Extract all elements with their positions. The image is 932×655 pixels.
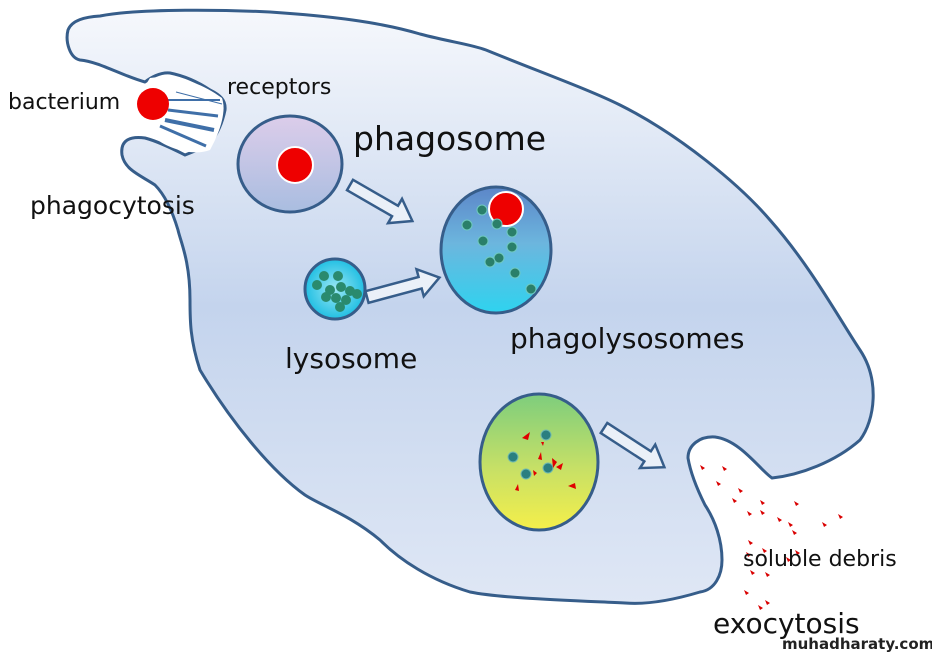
granule (319, 271, 329, 281)
label-bacterium: bacterium (8, 90, 121, 115)
debris-fragment (522, 432, 530, 440)
debris-fragment (765, 572, 770, 577)
debris-fragment (746, 552, 751, 557)
released-debris (700, 465, 843, 610)
receptor-strand (175, 91, 223, 105)
granule (476, 204, 488, 216)
granule (333, 271, 343, 281)
granule (341, 295, 351, 305)
phagosome-bacterium (276, 146, 314, 184)
granule (484, 256, 496, 268)
debris-fragment (794, 501, 799, 506)
debris-fragment (788, 522, 793, 527)
debris-fragment (722, 466, 727, 471)
phagolysosome-granules (461, 204, 537, 295)
debris-fragment (738, 488, 743, 493)
debris-fragment (760, 510, 765, 515)
arrow-lysosome-to-phagolysosome (363, 267, 442, 305)
granule (493, 252, 505, 264)
debris-fragment (538, 452, 542, 460)
debris-fragment (556, 463, 563, 470)
arrow-phagosome-to-phagolysosome (345, 178, 415, 225)
debris-fragment (552, 458, 557, 468)
granule (331, 293, 341, 303)
debris-fragment (838, 514, 843, 519)
label-phagocytosis: phagocytosis (30, 191, 195, 220)
lysosome-granules (312, 271, 362, 312)
label-phagosome: phagosome (353, 119, 547, 158)
granule (506, 241, 518, 253)
watermark: muhadharaty.com (782, 635, 932, 653)
debris-fragment (533, 470, 537, 476)
granule (336, 282, 346, 292)
granule (335, 302, 345, 312)
debris-fragment (747, 511, 752, 516)
granule (540, 429, 552, 441)
label-receptors: receptors (227, 75, 332, 100)
granule (542, 462, 554, 474)
bacterium-dot (137, 88, 169, 120)
residual-body-granules (507, 429, 554, 480)
receptor-strand (159, 124, 207, 148)
debris-fragment (700, 465, 705, 470)
debris-fragment (822, 522, 827, 527)
granule (321, 292, 331, 302)
debris-fragment (716, 481, 721, 486)
debris-fragment (786, 557, 791, 562)
residual-body-vesicle (478, 392, 600, 532)
granule (509, 267, 521, 279)
debris-fragment (748, 540, 753, 545)
debris-fragment (515, 484, 519, 491)
phagolysosome-vesicle (439, 185, 553, 315)
granule (520, 468, 532, 480)
receptor-strand (167, 108, 219, 118)
debris-fragment (762, 548, 767, 553)
debris-fragment (732, 498, 737, 503)
granule (506, 226, 518, 238)
debris-fragment (758, 605, 763, 610)
debris-fragment (760, 500, 765, 505)
debris-fragment (765, 600, 770, 605)
residual-body-debris (515, 432, 576, 491)
receptor-strand (164, 118, 215, 132)
arrow-to-exocytosis (599, 421, 667, 470)
label-phagolysosomes: phagolysosomes (510, 322, 745, 355)
debris-fragment (750, 570, 755, 575)
granule (507, 451, 519, 463)
receptors-group (159, 91, 223, 148)
granule (525, 283, 537, 295)
granule (352, 289, 362, 299)
label-exocytosis: exocytosis (713, 607, 860, 640)
label-lysosome: lysosome (285, 342, 418, 375)
granule (461, 219, 473, 231)
granule (491, 218, 503, 230)
debris-fragment (744, 590, 749, 595)
granule (312, 280, 322, 290)
granule (477, 235, 489, 247)
phagolysosome-bacterium (488, 191, 524, 227)
debris-fragment (777, 517, 782, 522)
debris-fragment (541, 442, 544, 446)
debris-fragment (792, 530, 797, 535)
debris-fragment (568, 483, 576, 489)
label-soluble-debris: soluble debris (743, 547, 897, 572)
debris-fragment (795, 550, 800, 555)
